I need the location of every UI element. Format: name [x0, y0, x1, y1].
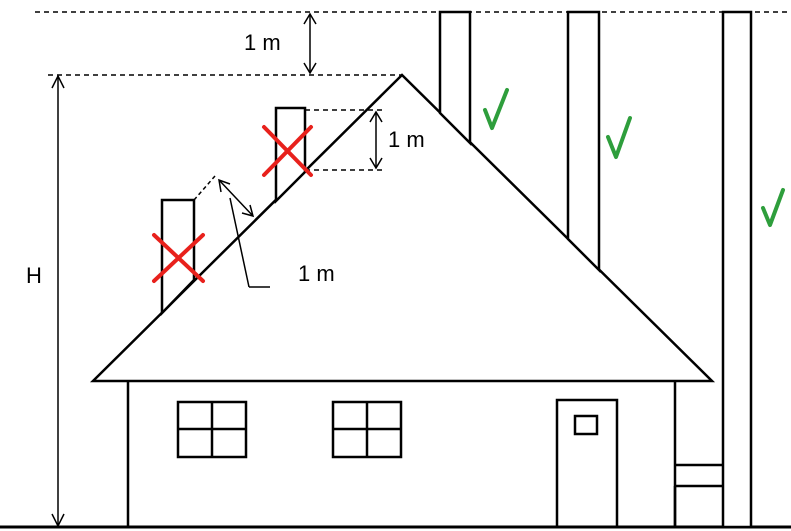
cross-icon [262, 125, 313, 177]
cross-icon [152, 233, 205, 283]
slope-clearance-label: 1 m [298, 261, 335, 286]
ridge-clearance-dimension [305, 109, 386, 171]
ridge-clearance-label: 1 m [388, 127, 425, 152]
house-height-dimension [51, 74, 65, 528]
right-window [331, 400, 403, 459]
top-clearance-dimension [303, 12, 317, 75]
check-icon [761, 188, 785, 227]
height-label: H [26, 263, 42, 288]
door [555, 398, 619, 527]
mid-slope-chimney [566, 10, 601, 274]
check-icon [606, 116, 632, 159]
near-ridge-chimney [438, 10, 472, 147]
top-clearance-label: 1 m [244, 30, 281, 55]
roof [89, 73, 716, 383]
slope-clearance-dimension [193, 175, 270, 288]
left-window [176, 400, 248, 459]
check-icon [483, 88, 509, 130]
external-wall-chimney [673, 10, 753, 529]
